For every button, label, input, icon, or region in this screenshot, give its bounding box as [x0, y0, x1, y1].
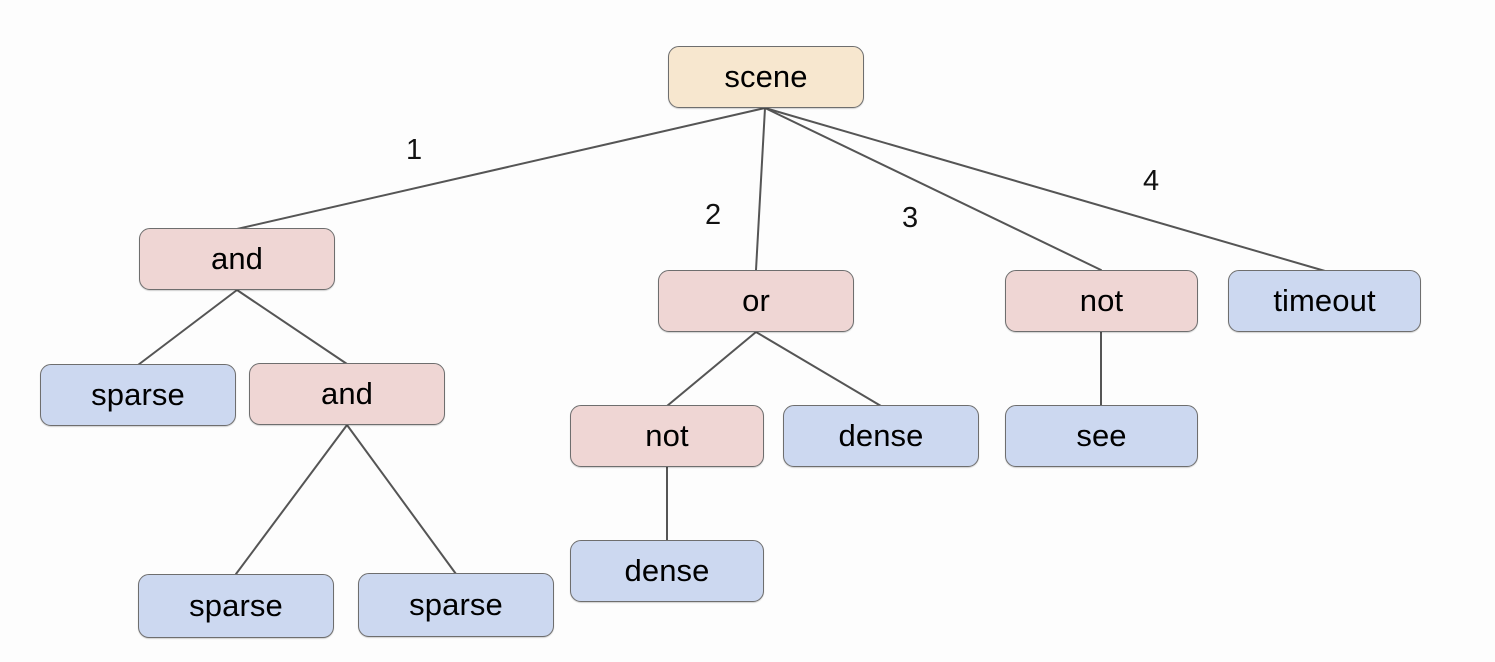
tree-node-label: see [1076, 417, 1127, 453]
tree-edge [236, 107, 766, 230]
tree-node-dense1[interactable]: dense [783, 405, 979, 467]
edge-label-2: 2 [705, 199, 722, 231]
tree-node-not2[interactable]: not [1005, 270, 1198, 332]
tree-node-label: dense [624, 552, 710, 588]
tree-node-label: or [742, 282, 770, 318]
tree-node-sparse3[interactable]: sparse [358, 573, 554, 637]
tree-edge [236, 289, 348, 365]
tree-node-label: and [320, 375, 374, 411]
tree-node-label: not [645, 417, 689, 453]
tree-node-and2[interactable]: and [249, 363, 445, 425]
tree-node-and1[interactable]: and [139, 228, 335, 290]
tree-node-label: sparse [409, 586, 503, 622]
tree-node-timeout1[interactable]: timeout [1228, 270, 1421, 332]
tree-node-see1[interactable]: see [1005, 405, 1198, 467]
tree-edge [764, 107, 1102, 271]
tree-edge [235, 424, 348, 575]
edge-label-1: 1 [406, 134, 423, 166]
tree-node-sparse2[interactable]: sparse [138, 574, 334, 638]
tree-node-label: dense [838, 417, 924, 453]
tree-node-label: sparse [91, 376, 185, 412]
tree-edge [755, 331, 882, 407]
tree-edge [764, 107, 1326, 272]
edge-label-4: 4 [1143, 165, 1160, 197]
tree-node-or1[interactable]: or [658, 270, 854, 332]
tree-node-sparse1[interactable]: sparse [40, 364, 236, 426]
tree-node-label: sparse [189, 587, 283, 623]
tree-node-not1[interactable]: not [570, 405, 764, 467]
tree-edge [666, 331, 757, 407]
tree-node-dense2[interactable]: dense [570, 540, 764, 602]
tree-edge [137, 289, 238, 366]
tree-node-label: not [1079, 282, 1124, 318]
tree-node-label: and [210, 240, 264, 276]
tree-edge [755, 107, 766, 271]
tree-node-label: timeout [1273, 282, 1376, 318]
edge-label-3: 3 [902, 202, 919, 234]
tree-node-label: scene [724, 58, 808, 94]
tree-edge [346, 424, 457, 575]
tree-node-scene[interactable]: scene [668, 46, 864, 108]
